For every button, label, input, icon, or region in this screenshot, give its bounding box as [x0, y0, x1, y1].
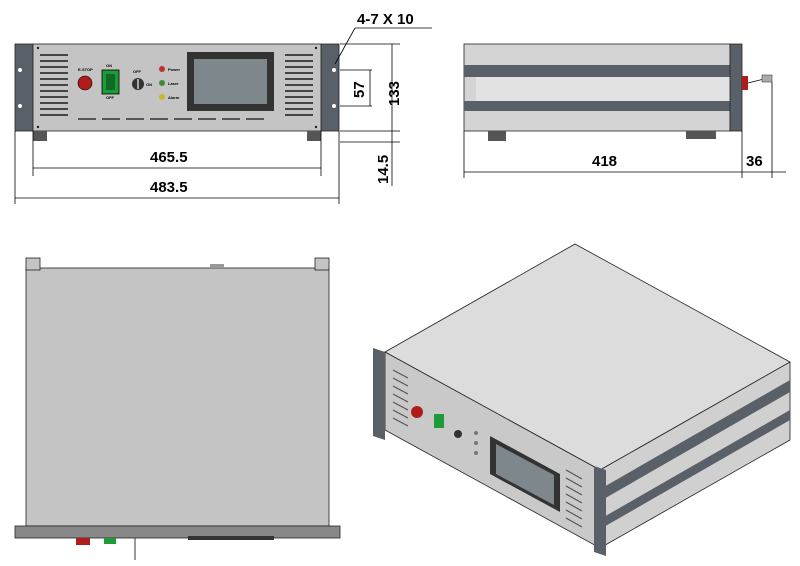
front-foot-right: [307, 131, 321, 141]
inner-width-label: 465.5: [150, 149, 188, 166]
ear-hole: [332, 68, 336, 72]
side-dimensions: 418 36: [463, 82, 786, 178]
front-panel: [32, 43, 322, 132]
foot-height-label: 14.5: [375, 155, 392, 184]
power-label: Power: [168, 67, 180, 72]
side-knob: [742, 76, 748, 90]
bottom-vent-slots: [78, 118, 264, 120]
iso-side-rail-bottom: [602, 410, 790, 528]
front-dimensions: 4-7 X 10 133 57 14.5 465.5 483.5: [14, 11, 432, 204]
right-vent: [285, 54, 313, 116]
side-front-ear: [729, 43, 743, 132]
depth-label: 418: [592, 153, 617, 170]
alarm-indicator: [159, 94, 165, 100]
display-screen: [194, 59, 267, 104]
power-indicator: [159, 66, 165, 72]
top-view: [14, 257, 341, 560]
laser-indicator: [159, 80, 165, 86]
ear-hole: [18, 104, 22, 108]
estop-button: [77, 75, 93, 91]
iso-side-rail-top: [602, 380, 790, 500]
alarm-label: Alarm: [168, 95, 180, 100]
iso-left-vent: [392, 369, 409, 427]
iso-right-ear: [594, 466, 606, 556]
iso-left-ear: [373, 348, 385, 440]
key-on-label: ON: [146, 82, 152, 87]
outer-width-label: 483.5: [150, 179, 188, 196]
ear-hole: [18, 68, 22, 72]
iso-switch: [434, 414, 444, 428]
top-cover: [25, 267, 330, 527]
iso-key: [454, 430, 462, 438]
switch-on-label: ON: [106, 63, 112, 68]
height-window-label: 57: [351, 81, 368, 98]
switch-off-label: OFF: [106, 95, 115, 100]
side-rail-bottom: [464, 101, 730, 111]
side-view: [463, 43, 773, 141]
front-foot-left: [33, 131, 47, 141]
side-foot-front: [686, 131, 716, 139]
isometric-view: [373, 243, 791, 556]
key-off-label: OFF: [133, 69, 142, 74]
side-foot-rear: [488, 131, 506, 141]
iso-right-vent: [565, 469, 583, 528]
side-rail-top: [464, 65, 730, 77]
rear-protrusion-label: 36: [746, 153, 763, 170]
front-view: E-STOP ON OFF OFF ON Power Laser Alarm: [14, 43, 340, 141]
laser-label: Laser: [168, 81, 179, 86]
left-vent: [40, 54, 68, 116]
ear-hole: [332, 104, 336, 108]
right-rack-ear: [320, 43, 340, 132]
left-rack-ear: [14, 43, 34, 132]
hole-spec-label: 4-7 X 10: [357, 11, 414, 28]
height-total-label: 133: [386, 81, 403, 106]
iso-estop: [411, 406, 423, 418]
top-front-panel: [14, 525, 341, 539]
estop-label: E-STOP: [78, 67, 93, 72]
